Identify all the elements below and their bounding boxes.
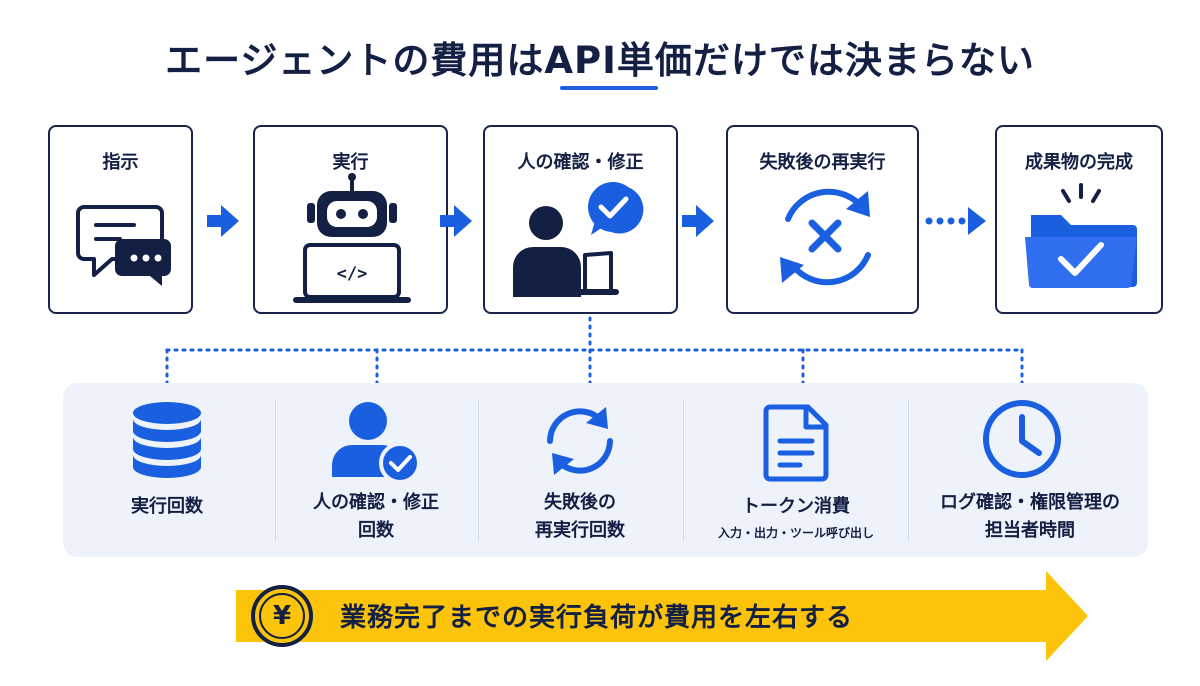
database-icon <box>133 402 201 478</box>
factor-review-count: 人の確認・修正 回数 <box>276 383 476 557</box>
step-label: 実行 <box>332 152 369 173</box>
svg-text:</>: </> <box>337 264 368 284</box>
factor-label: 失敗後の 再実行回数 <box>535 492 625 541</box>
person-check-icon <box>513 182 644 297</box>
yen-icon: ¥ <box>259 593 305 639</box>
summary-text: 業務完了までの実行負荷が費用を左右する <box>340 603 854 633</box>
factor-execution-count: 実行回数 <box>67 383 267 557</box>
step-label: 指示 <box>102 152 139 173</box>
clock-icon <box>983 400 1061 478</box>
dotted-connectors <box>165 316 1024 385</box>
step-deliverable: 成果物の完成 <box>995 125 1163 314</box>
refresh-icon <box>547 407 613 475</box>
step-instruction: 指示 <box>48 125 193 314</box>
factor-staff-time: ログ確認・権限管理の 担当者時間 <box>925 383 1135 557</box>
yen-badge: ¥ <box>251 585 313 647</box>
factor-label: 実行回数 <box>131 496 203 517</box>
divider <box>275 400 276 542</box>
step-label: 成果物の完成 <box>1025 152 1133 173</box>
robot-laptop-icon: </> <box>293 173 411 303</box>
step-retry: 失敗後の再実行 <box>726 125 919 314</box>
factor-sub-label: 入力・出力・ツール呼び出し <box>717 526 874 540</box>
folder-check-icon <box>1025 183 1137 289</box>
title-underline <box>560 86 658 90</box>
step-label: 失敗後の再実行 <box>759 152 886 173</box>
chat-bubbles-icon <box>76 205 171 286</box>
divider <box>478 400 479 542</box>
flow-arrow-3 <box>682 205 714 237</box>
page-title: エージェントの費用はAPI単価だけでは決まらない <box>165 39 1035 82</box>
factor-retry-count: 失敗後の 再実行回数 <box>480 383 680 557</box>
factor-label: 人の確認・修正 回数 <box>313 492 439 541</box>
factor-token-usage: トークン消費 入力・出力・ツール呼び出し <box>696 383 896 557</box>
step-human-review: 人の確認・修正 <box>483 125 678 314</box>
flow-arrow-1 <box>207 205 239 237</box>
document-icon <box>763 404 829 482</box>
flow-arrow-2 <box>440 205 472 237</box>
dotted-flow-arrow <box>925 207 986 235</box>
divider <box>683 400 684 542</box>
user-check-icon <box>332 402 421 484</box>
retry-x-icon <box>780 188 871 286</box>
factor-label: トークン消費 <box>742 496 850 517</box>
divider <box>908 400 909 542</box>
step-label: 人の確認・修正 <box>517 152 644 173</box>
factor-label: ログ確認・権限管理の 担当者時間 <box>940 492 1120 541</box>
